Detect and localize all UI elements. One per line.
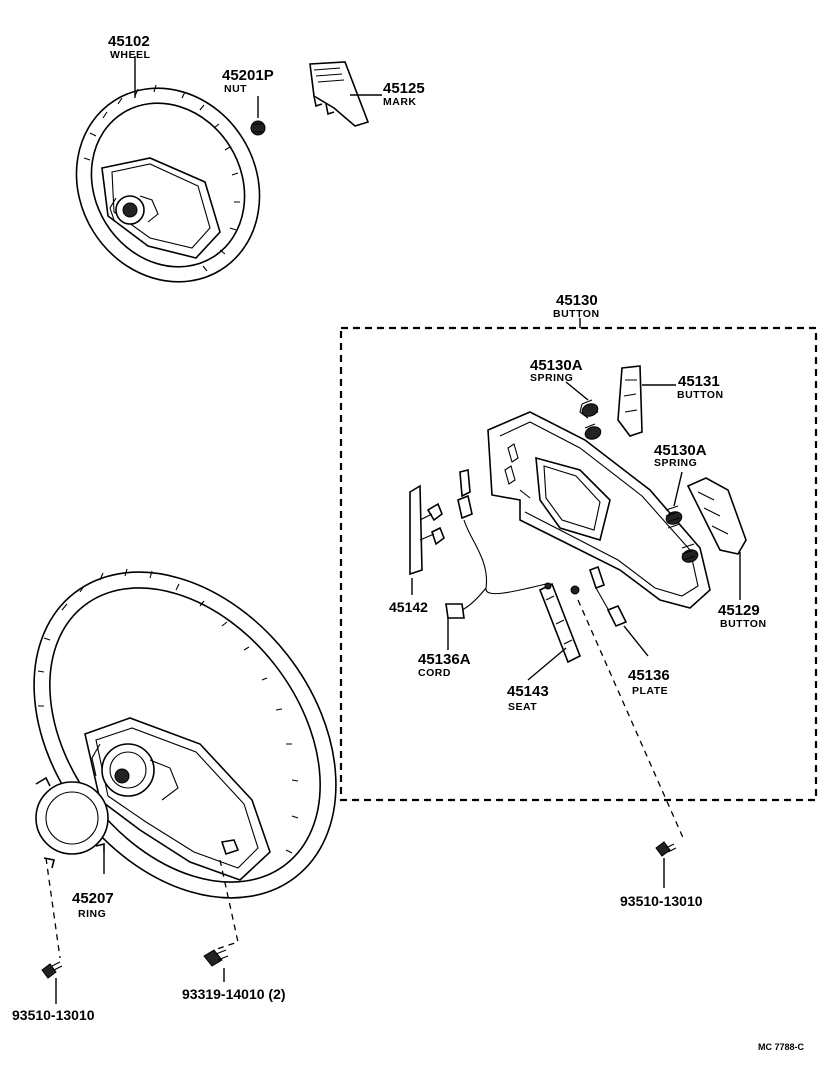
steering-wheel-bottom [33, 568, 337, 899]
label-45130-number: 45130 [556, 292, 598, 309]
label-45131-number: 45131 [678, 373, 720, 390]
label-45102-number: 45102 [108, 33, 150, 50]
screw-guide-middle [213, 859, 239, 951]
label-45207-number: 45207 [72, 890, 114, 907]
pad-housing [487, 411, 711, 609]
button-45129 [686, 477, 747, 555]
label-45136A-name: CORD [418, 667, 451, 679]
label-93319-number: 93319-14010 (2) [182, 986, 286, 1002]
button-assembly-box [339, 326, 818, 802]
spring-45130A-top [579, 399, 602, 440]
mark-45125 [309, 61, 370, 127]
cord-45136A [445, 468, 547, 619]
label-45130A-right-name: SPRING [654, 457, 697, 469]
label-45125-name: MARK [383, 96, 417, 108]
label-45136-name: PLATE [632, 685, 668, 697]
label-45143-number: 45143 [507, 683, 549, 700]
nut-45201P [250, 120, 266, 136]
plate-45136 [570, 565, 628, 628]
screw-93510-left [41, 961, 63, 979]
label-45207-name: RING [78, 908, 106, 920]
label-45130-name: BUTTON [553, 308, 600, 320]
label-45131-name: BUTTON [677, 389, 724, 401]
steering-wheel-top [75, 84, 261, 283]
label-45102-name: WHEEL [110, 49, 151, 61]
label-45201P-name: NUT [224, 83, 247, 95]
label-45201P-number: 45201P [222, 67, 274, 84]
label-45129-name: BUTTON [720, 618, 767, 630]
seat-45143 [538, 582, 582, 664]
label-45129-number: 45129 [718, 602, 760, 619]
screw-guide-left [45, 857, 61, 959]
label-93510-left-number: 93510-13010 [12, 1007, 95, 1023]
spring-45130A-right [665, 505, 699, 563]
label-45125-number: 45125 [383, 80, 425, 97]
label-45130A-top-name: SPRING [530, 372, 573, 384]
label-45130A-top-number: 45130A [530, 357, 583, 374]
label-45136A-number: 45136A [418, 651, 471, 668]
screw-guide-right [577, 599, 685, 841]
label-45143-name: SEAT [508, 701, 537, 713]
ring-45207 [35, 776, 109, 869]
label-93510-right-number: 93510-13010 [620, 893, 703, 909]
reference-code: MC 7788-C [758, 1042, 805, 1052]
label-45136-number: 45136 [628, 667, 670, 684]
screw-93319 [203, 949, 229, 967]
button-45131 [617, 365, 643, 437]
screw-93510-right [655, 841, 677, 857]
label-45142-number: 45142 [389, 599, 428, 615]
contact-plate-45142 [409, 484, 445, 576]
label-45130A-right-number: 45130A [654, 442, 707, 459]
